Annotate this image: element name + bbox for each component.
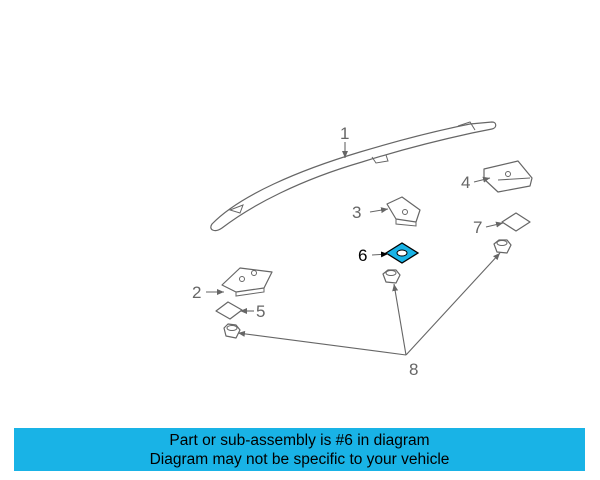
pad-part-7[interactable] [501,212,531,232]
clip-left[interactable] [223,323,241,339]
callout-6: 6 [358,246,367,265]
callout-3: 3 [352,203,361,222]
leader-8-right [405,252,501,356]
callout-1: 1 [340,124,349,143]
callout-8: 8 [409,360,418,379]
banner-line-2: Diagram may not be specific to your vehi… [149,451,450,468]
callout-5: 5 [256,302,265,321]
leader-7 [485,221,504,228]
bracket-part[interactable] [386,196,421,227]
leader-8-left [237,330,407,356]
callout-7: 7 [473,218,482,237]
clip-right[interactable] [493,239,512,254]
callout-2: 2 [192,283,201,302]
leader-3 [369,207,389,214]
pad-part-5[interactable] [215,301,243,320]
cover-plate-part[interactable] [483,160,533,193]
leader-6 [371,251,389,258]
info-banner: Part or sub-assembly is #6 in diagram Di… [14,428,585,471]
highlighted-pad-part-6[interactable] [384,242,420,264]
base-plate-part[interactable] [221,267,273,297]
banner-line-1: Part or sub-assembly is #6 in diagram [169,432,430,449]
leader-4 [473,176,491,183]
callout-4: 4 [461,173,470,192]
parts-diagram: 1 2 3 4 5 6 7 8 [192,121,533,379]
leader-8-center [392,283,407,356]
clip-center[interactable] [382,269,401,284]
